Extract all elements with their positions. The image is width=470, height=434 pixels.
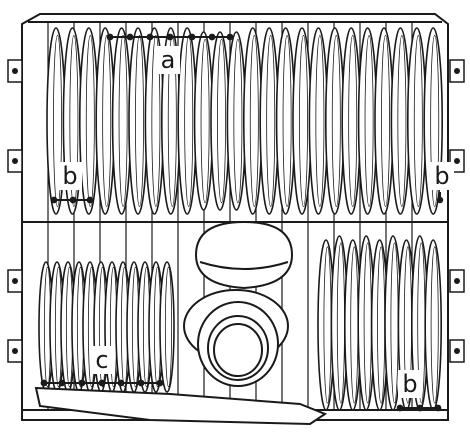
plate-rim bbox=[364, 35, 374, 207]
marker-dot bbox=[58, 379, 66, 387]
lower-left-plate-row bbox=[38, 261, 175, 393]
marker-dot bbox=[208, 33, 216, 41]
plate-rim bbox=[413, 35, 423, 207]
plate-rim bbox=[53, 35, 62, 207]
plate bbox=[341, 27, 362, 215]
plate-rim bbox=[266, 35, 276, 207]
plate bbox=[259, 27, 280, 215]
marker-dot bbox=[188, 33, 196, 41]
plate bbox=[177, 27, 197, 215]
plate-rim bbox=[135, 35, 144, 207]
plate-rim bbox=[381, 35, 390, 207]
plate bbox=[357, 27, 378, 215]
plate bbox=[406, 27, 427, 215]
marker-b-right-line bbox=[436, 192, 444, 204]
marker-dot bbox=[117, 379, 125, 387]
marker-dot bbox=[106, 33, 114, 41]
plate-rim bbox=[200, 38, 210, 204]
lower-bowl bbox=[183, 289, 289, 387]
plate bbox=[243, 27, 263, 215]
plate bbox=[275, 27, 296, 215]
marker-dot bbox=[416, 404, 424, 412]
cutlery-shelf bbox=[34, 386, 328, 426]
plate-rim bbox=[315, 35, 325, 207]
marker-dot bbox=[78, 379, 86, 387]
marker-dot bbox=[226, 33, 234, 41]
small-plate-rim bbox=[164, 266, 173, 388]
plate bbox=[79, 27, 99, 215]
plate-rim bbox=[348, 35, 358, 207]
lower-right-plate-row bbox=[317, 235, 443, 411]
label-c: c bbox=[95, 346, 108, 374]
clip-dot bbox=[454, 158, 460, 164]
marker-dot bbox=[98, 379, 106, 387]
large-plate-rim bbox=[430, 246, 439, 404]
label-b-right: b bbox=[434, 162, 449, 190]
plate bbox=[111, 27, 132, 215]
upper-plate-row bbox=[46, 27, 444, 215]
plate-rim bbox=[102, 35, 112, 207]
label-b-bottom: b bbox=[402, 370, 417, 398]
plate bbox=[374, 27, 394, 215]
plate-rim bbox=[331, 35, 341, 207]
plate-rim bbox=[430, 35, 440, 207]
marker-b-bottom-line bbox=[396, 404, 442, 412]
plate-rim bbox=[249, 35, 259, 207]
label-c-callout: c bbox=[90, 346, 114, 374]
plate bbox=[193, 31, 214, 211]
label-a: a bbox=[161, 46, 176, 74]
rack-side-clips bbox=[7, 59, 465, 363]
clip-dot bbox=[12, 158, 18, 164]
marker-c-line bbox=[40, 379, 164, 387]
plate-rim bbox=[184, 35, 194, 207]
plate-rim bbox=[85, 35, 95, 207]
clip-dot bbox=[454, 278, 460, 284]
label-a-callout: a bbox=[156, 46, 180, 74]
plate-rim bbox=[217, 38, 226, 204]
upper-bowl bbox=[194, 220, 294, 290]
marker-dot bbox=[146, 33, 154, 41]
label-b-right-callout: b bbox=[430, 162, 454, 190]
marker-dot bbox=[137, 379, 145, 387]
marker-dot bbox=[156, 379, 164, 387]
plate-rim bbox=[118, 35, 128, 207]
plate-rim bbox=[233, 38, 243, 204]
clip-dot bbox=[12, 68, 18, 74]
marker-dot bbox=[40, 379, 48, 387]
marker-dot bbox=[396, 404, 404, 412]
marker-a-line bbox=[106, 33, 234, 41]
clip-dot bbox=[12, 278, 18, 284]
plate bbox=[308, 27, 329, 215]
marker-dot bbox=[126, 33, 134, 41]
marker-b-left-line bbox=[50, 196, 94, 204]
plate-rim bbox=[69, 35, 79, 207]
label-b-left-callout: b bbox=[58, 162, 82, 190]
clip-dot bbox=[454, 348, 460, 354]
large-plate bbox=[424, 239, 443, 411]
plate-rim bbox=[397, 35, 407, 207]
marker-dot bbox=[166, 33, 174, 41]
plate bbox=[95, 27, 115, 215]
plate-rim bbox=[299, 35, 308, 207]
clip-dot bbox=[12, 348, 18, 354]
plate bbox=[324, 27, 345, 215]
label-b-bottom-callout: b bbox=[398, 370, 422, 398]
small-plate bbox=[159, 261, 175, 393]
clip-dot bbox=[454, 68, 460, 74]
plate bbox=[292, 27, 312, 215]
plate bbox=[390, 27, 411, 215]
plate bbox=[210, 31, 230, 211]
marker-dot bbox=[434, 404, 442, 412]
plate bbox=[128, 27, 148, 215]
plate bbox=[226, 31, 247, 211]
label-b-left: b bbox=[62, 162, 77, 190]
marker-dot bbox=[86, 196, 94, 204]
marker-dot bbox=[69, 196, 77, 204]
plate-rim bbox=[282, 35, 292, 207]
plate-rim bbox=[151, 35, 161, 207]
marker-dot bbox=[50, 196, 58, 204]
